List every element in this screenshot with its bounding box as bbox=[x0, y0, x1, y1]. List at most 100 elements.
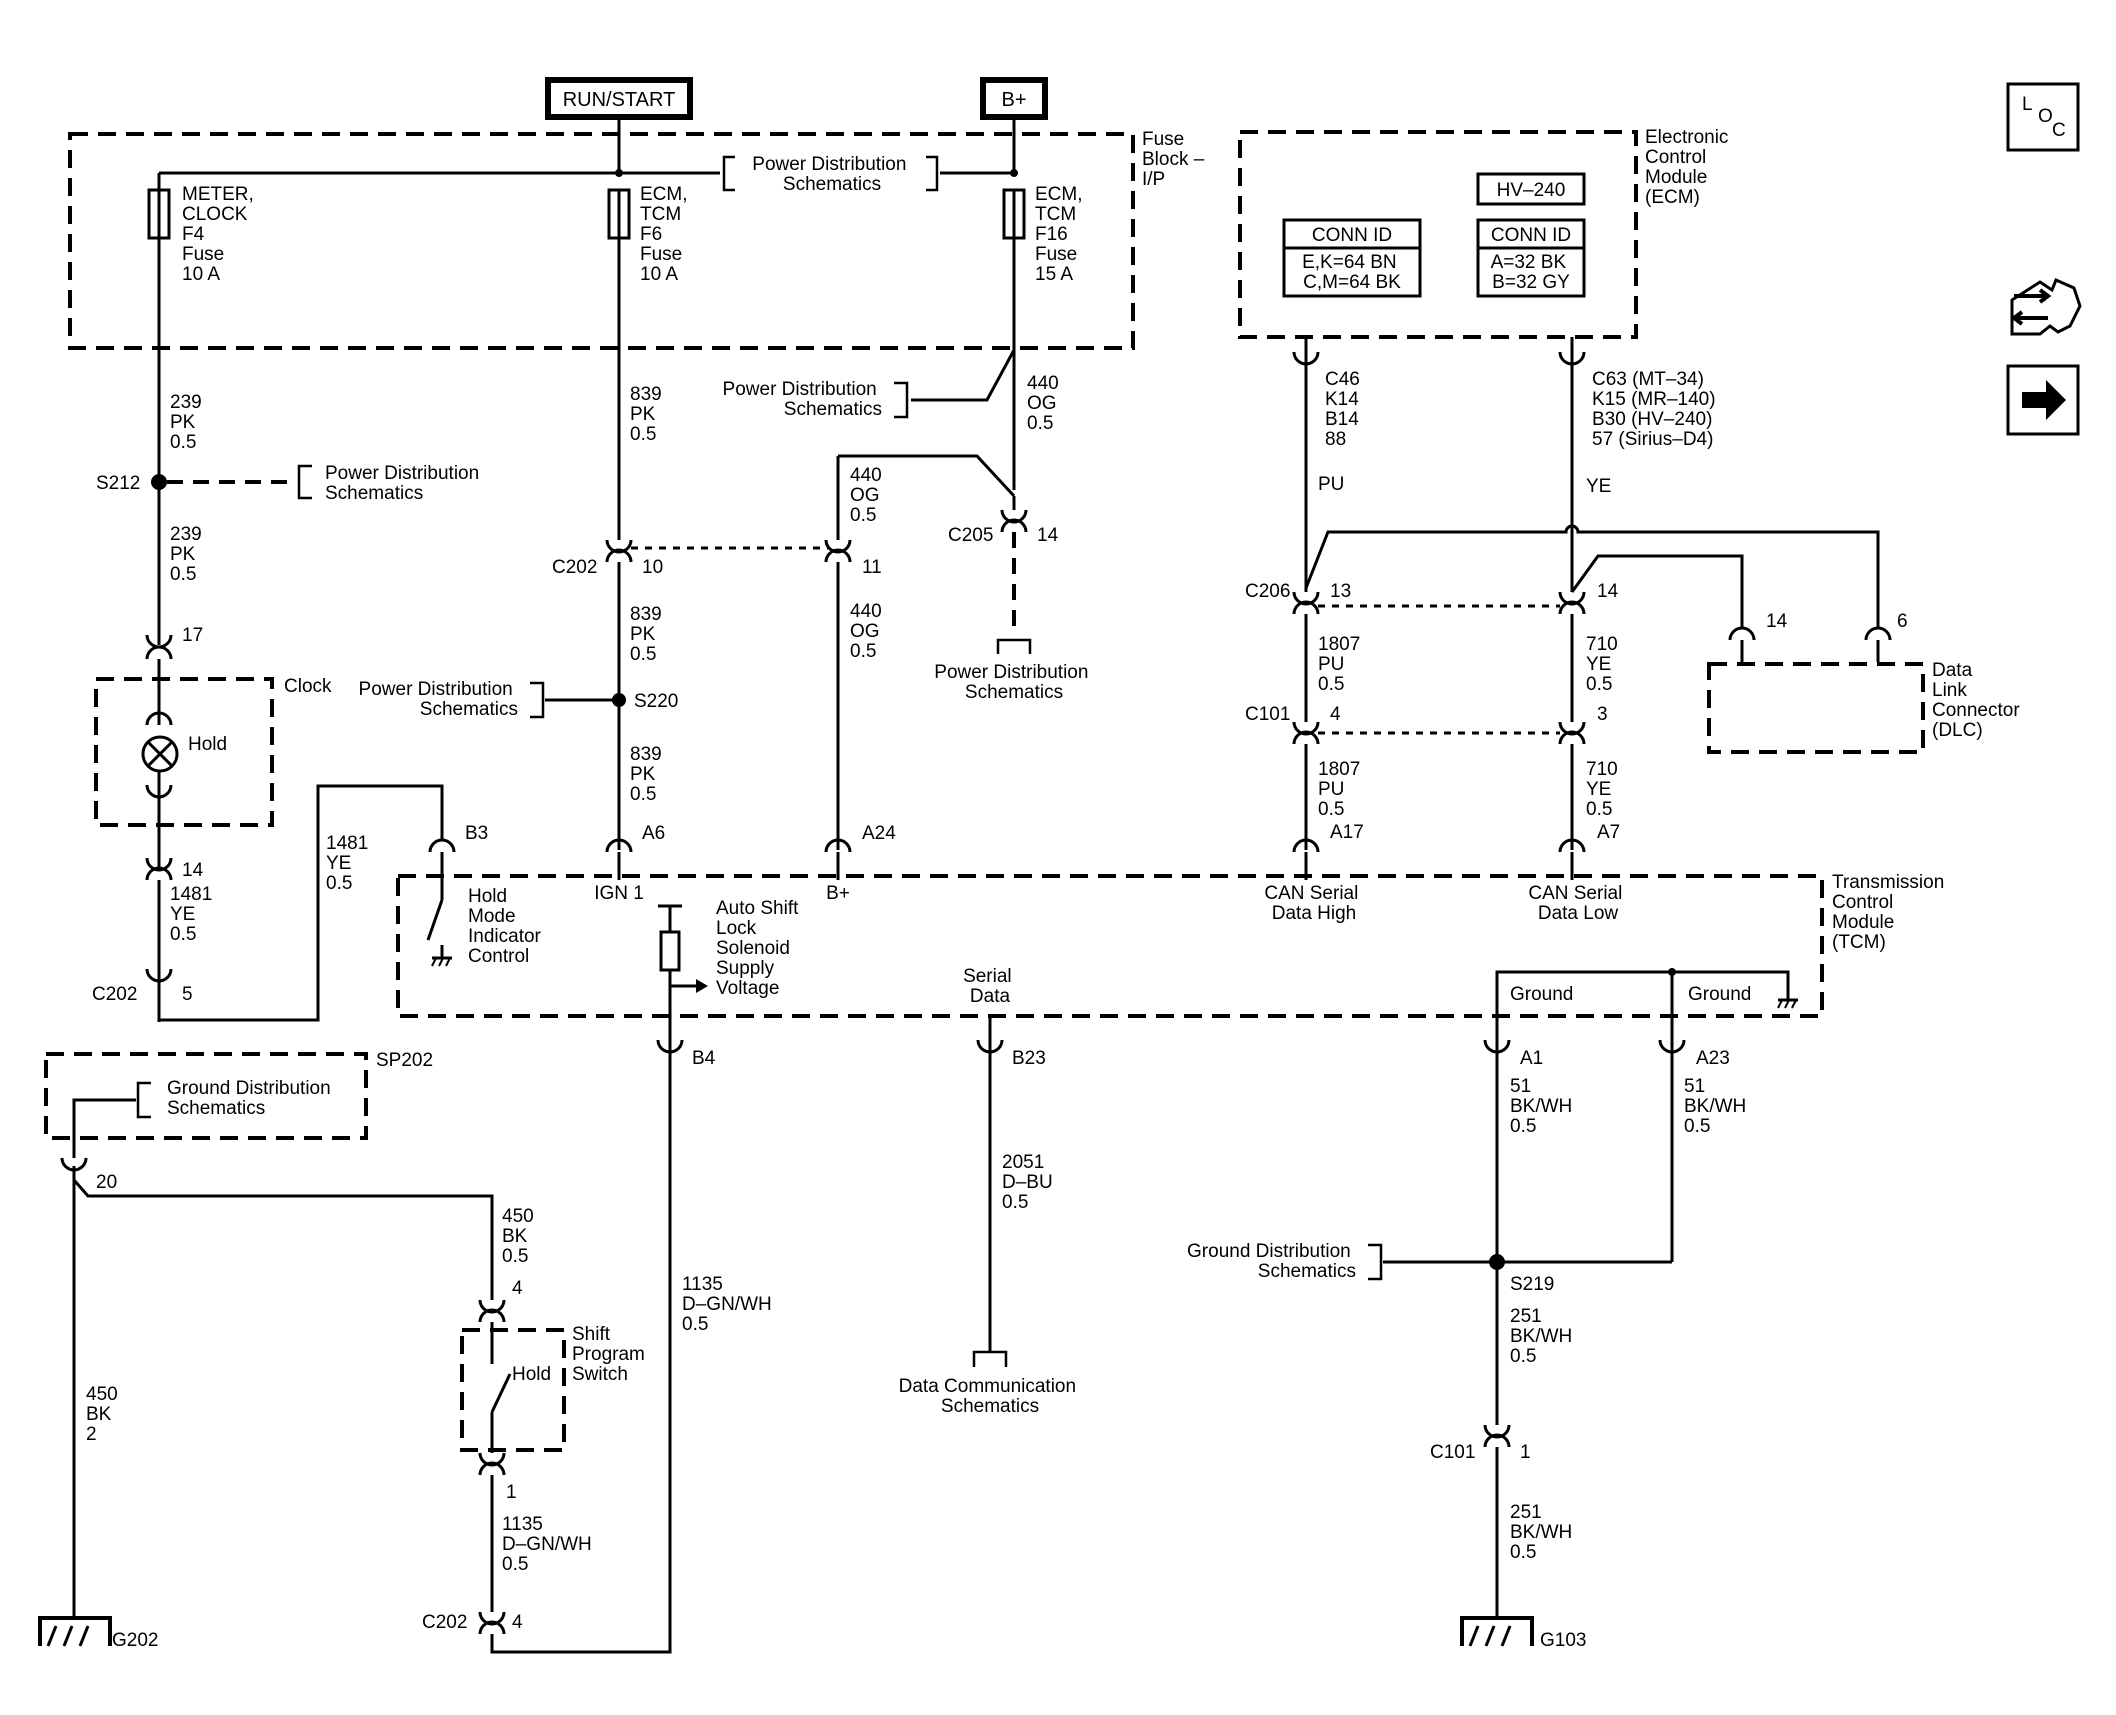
svg-text:Ground Distribution Sche: Ground Distribution Schematics bbox=[1187, 1241, 1356, 1282]
wire-710-label-b: 710 YE 0.5 bbox=[1586, 759, 1623, 820]
svg-text:O: O bbox=[2038, 106, 2053, 127]
svg-text:C205: C205 bbox=[948, 525, 993, 546]
wire-450-label-b: 450 BK 2 bbox=[86, 1384, 123, 1445]
svg-text:Data Communication Schem: Data Communication Schematics bbox=[899, 1376, 1082, 1417]
s212-label: S212 bbox=[96, 473, 140, 494]
svg-text:A7: A7 bbox=[1597, 822, 1620, 843]
ground-g202-icon bbox=[38, 1616, 112, 1647]
shift-switch-label: Shift Program Switch bbox=[572, 1324, 650, 1385]
power-dist-ref-bottom: Power Distribution Schematics bbox=[934, 638, 1093, 703]
svg-text:14: 14 bbox=[1766, 611, 1788, 632]
hold-lamp-label: Hold bbox=[188, 734, 227, 755]
run-start-box: RUN/START bbox=[545, 77, 693, 120]
ground-label-a23: Ground bbox=[1688, 984, 1751, 1005]
svg-text:1: 1 bbox=[1520, 1442, 1531, 1463]
tcm-label: Transmission Control Module (TCM) bbox=[1832, 872, 1950, 953]
wire-450-label-a: 450 BK 0.5 bbox=[502, 1206, 539, 1267]
next-page-button[interactable] bbox=[2006, 364, 2080, 436]
hold-mode-switch bbox=[426, 899, 444, 941]
solenoid-label: Auto Shift Lock Solenoid Supply Voltage bbox=[716, 898, 804, 999]
svg-text:C101: C101 bbox=[1430, 1442, 1475, 1463]
ground-g103-icon bbox=[1460, 1616, 1534, 1647]
svg-text:C: C bbox=[2052, 120, 2066, 141]
svg-text:Power Distribution Schem: Power Distribution Schematics bbox=[934, 662, 1093, 703]
conn-id-left: CONN ID E,K=64 BN C,M=64 BK bbox=[1282, 218, 1422, 298]
svg-text:4: 4 bbox=[512, 1278, 523, 1299]
loc-button[interactable]: L O C bbox=[2006, 82, 2080, 152]
wire-2051-label: 2051 D–BU 0.5 bbox=[1002, 1152, 1058, 1213]
ecm-module bbox=[1238, 130, 1638, 339]
svg-text:Power Distribution Schem: Power Distribution Schematics bbox=[325, 463, 484, 504]
power-dist-ref-c205: Power Distribution Schematics bbox=[723, 379, 909, 420]
wire-251-label-b: 251 BK/WH 0.5 bbox=[1510, 1502, 1578, 1563]
shift-switch-position-label: Hold bbox=[512, 1364, 551, 1385]
svg-text:20: 20 bbox=[96, 1172, 117, 1193]
wire-1807-label-b: 1807 PU 0.5 bbox=[1318, 759, 1366, 820]
svg-text:YE: YE bbox=[1586, 476, 1611, 497]
svg-text:14: 14 bbox=[182, 860, 204, 881]
power-dist-ref-s220: Power Distribution Schematics bbox=[359, 679, 545, 720]
svg-text:B3: B3 bbox=[465, 823, 488, 844]
svg-text:C202: C202 bbox=[552, 557, 597, 578]
wire-839-label-a: 839 PK 0.5 bbox=[630, 384, 667, 445]
svg-text:A17: A17 bbox=[1330, 822, 1364, 843]
tcm-module bbox=[396, 874, 1824, 1018]
fuse-f4-label: METER, CLOCK F4 Fuse 10 A bbox=[182, 184, 259, 285]
wire-51-label-b: 51 BK/WH 0.5 bbox=[1684, 1076, 1752, 1137]
wire-239-label-a: 239 PK 0.5 bbox=[170, 392, 207, 453]
svg-text:17: 17 bbox=[182, 625, 203, 646]
wire-251-label-a: 251 BK/WH 0.5 bbox=[1510, 1306, 1578, 1367]
svg-text:4: 4 bbox=[1330, 704, 1341, 725]
wire-440-label-a: 440 OG 0.5 bbox=[1027, 373, 1064, 434]
svg-text:CONN ID: CONN ID bbox=[1491, 225, 1571, 246]
wire-51-label-a: 51 BK/WH 0.5 bbox=[1510, 1076, 1578, 1137]
ground-dist-ref-sp202: Ground Distribution Schematics bbox=[136, 1078, 336, 1119]
ecm-pins-left: C46 K14 B14 88 bbox=[1325, 369, 1365, 450]
clock-module bbox=[94, 677, 274, 827]
connector-pin-17 bbox=[145, 645, 173, 660]
wire-1135-label-b: 1135 D–GN/WH 0.5 bbox=[502, 1514, 597, 1575]
b-plus-box: B+ bbox=[980, 77, 1048, 120]
svg-text:C202: C202 bbox=[92, 984, 137, 1005]
fuse-f16-label: ECM, TCM F16 Fuse 15 A bbox=[1035, 184, 1088, 285]
b-plus-label: B+ bbox=[1001, 89, 1026, 111]
svg-text:PU: PU bbox=[1318, 474, 1344, 495]
wire-239-label-b: 239 PK 0.5 bbox=[170, 524, 207, 585]
hv-240-box bbox=[1476, 172, 1586, 206]
conn-id-right: CONN ID A=32 BK B=32 GY bbox=[1476, 218, 1586, 298]
svg-text:Power Distribution Schem: Power Distribution Schematics bbox=[723, 379, 882, 420]
g202-label: G202 bbox=[112, 1630, 158, 1651]
wire-440-label-b: 440 OG 0.5 bbox=[850, 465, 887, 526]
wire-1807-label-a: 1807 PU 0.5 bbox=[1318, 634, 1366, 695]
svg-text:L: L bbox=[2022, 94, 2033, 115]
ign1-label: IGN 1 bbox=[594, 883, 644, 904]
connector-end-view-icon[interactable] bbox=[2010, 277, 2082, 336]
ground-dist-ref-s219: Ground Distribution Schematics bbox=[1187, 1241, 1383, 1282]
g103-label: G103 bbox=[1540, 1630, 1586, 1651]
svg-text:E,K=64 BN C,M=64 BK: E,K=64 BN C,M=64 BK bbox=[1302, 252, 1402, 293]
tcm-b-plus-label: B+ bbox=[826, 883, 850, 904]
svg-text:A6: A6 bbox=[642, 823, 665, 844]
splice-s212 bbox=[151, 474, 167, 490]
svg-text:CONN ID: CONN ID bbox=[1312, 225, 1392, 246]
can-high-label: CAN Serial Data High bbox=[1264, 883, 1363, 924]
data-comm-ref: Data Communication Schematics bbox=[899, 1350, 1082, 1417]
shift-program-switch bbox=[460, 1328, 566, 1452]
svg-text:6: 6 bbox=[1897, 611, 1908, 632]
wire-1481-label-b: 1481 YE 0.5 bbox=[326, 833, 374, 894]
wire-1135-label-a: 1135 D–GN/WH 0.5 bbox=[682, 1274, 777, 1335]
s219-label: S219 bbox=[1510, 1274, 1554, 1295]
svg-text:Ground Distribution Sche: Ground Distribution Schematics bbox=[167, 1078, 336, 1119]
svg-text:1: 1 bbox=[506, 1482, 517, 1503]
sp202-splice-pack bbox=[44, 1052, 368, 1140]
svg-text:C202: C202 bbox=[422, 1612, 467, 1633]
wire-440-label-c: 440 OG 0.5 bbox=[850, 601, 887, 662]
svg-text:C206: C206 bbox=[1245, 581, 1290, 602]
sp202-label: SP202 bbox=[376, 1050, 433, 1071]
power-dist-ref-s212: Power Distribution Schematics bbox=[297, 463, 484, 504]
fuse-f6-label: ECM, TCM F6 Fuse 10 A bbox=[640, 184, 693, 285]
svg-text:10: 10 bbox=[642, 557, 663, 578]
shift-switch-contact bbox=[490, 1373, 512, 1413]
hold-mode-label: Hold Mode Indicator Control bbox=[468, 886, 546, 967]
